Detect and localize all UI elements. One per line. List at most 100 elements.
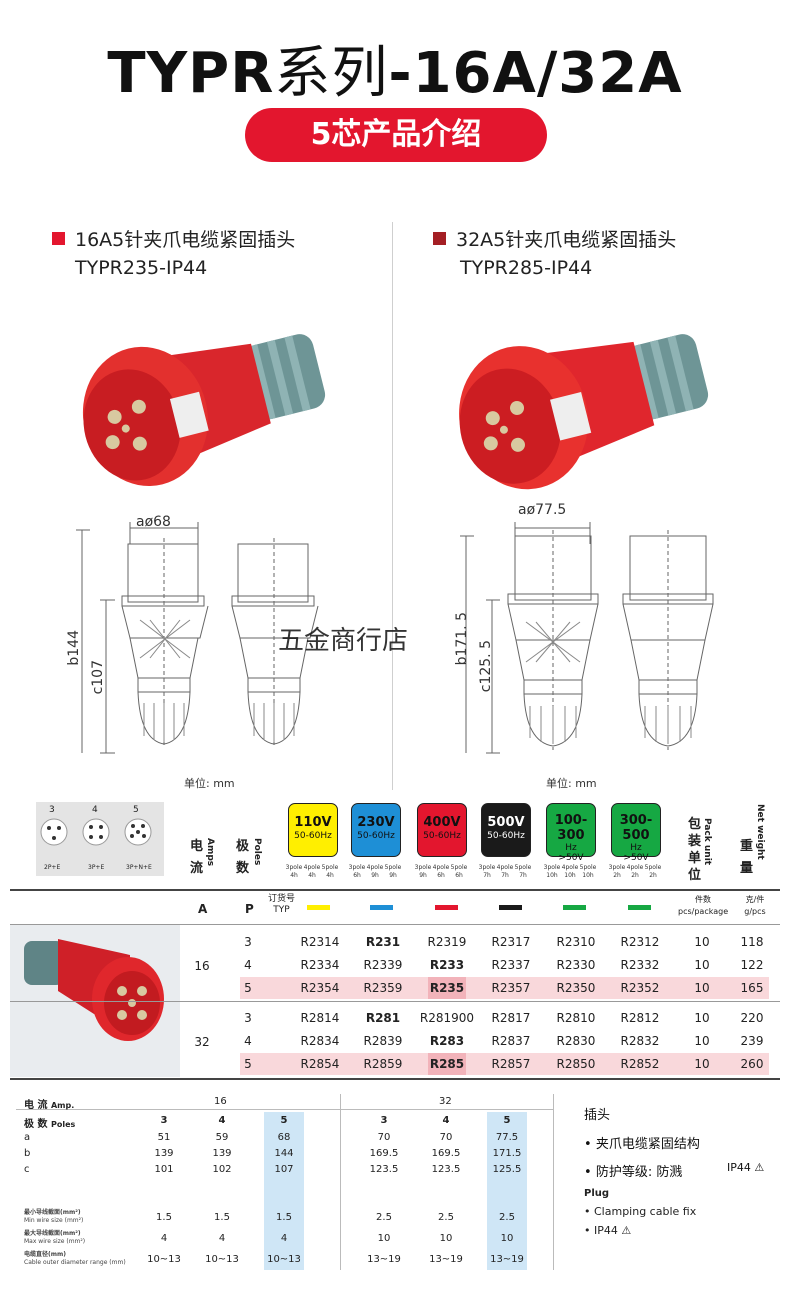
pole-value: 5 [244,1057,252,1071]
spec-value: 51 [157,1132,171,1143]
wire-value: 4 [280,1233,288,1244]
voltage-frequency: Hz >50V [558,843,584,863]
order-code: R2352 [620,981,660,995]
spec-amp-32: 32 [439,1096,452,1107]
pack-cn: 包 装 单 位 [688,817,702,883]
spec-amp-label: 电 流 Amp. [24,1100,75,1111]
order-code: R281900 [419,1011,475,1025]
pole-sub-item: 5pole 6h [450,864,468,879]
order-code: R235 [429,981,465,995]
order-code: R2814 [300,1011,340,1025]
pin-count: 4 [92,805,98,815]
amp-value: 16 [194,959,210,973]
spec-value: 101 [154,1164,174,1175]
pack-value: 10 [694,1057,710,1071]
order-code: R2314 [300,935,340,949]
order-code: R231 [365,935,401,949]
spec-value: 169.5 [369,1148,399,1159]
order-code: R233 [429,958,465,972]
wire-value: 10 [439,1233,453,1244]
spec-value: 123.5 [369,1164,399,1175]
wire-value: 2.5 [499,1212,515,1223]
wire-value: 13~19 [490,1254,524,1265]
spec-pole: 4 [442,1115,450,1126]
order-code: R2330 [556,958,596,972]
wire-label-en: Min wire size (mm²) [24,1217,84,1224]
wire-label: 电缆直径(mm)Cable outer diameter range (mm) [24,1251,126,1267]
spec-value: 144 [274,1148,294,1159]
wire-value: 1.5 [156,1212,172,1223]
spec-label: b [24,1148,31,1159]
pole-sub-item: 5pole 7h [514,864,532,879]
order-code: R2812 [620,1011,660,1025]
pole-sub-item: 5pole 4h [321,864,339,879]
plug-feature-en: • Clamping cable fix [584,1205,697,1218]
wire-label-en: Cable outer diameter range (mm) [24,1259,126,1266]
voltage-value: 100-300 [554,813,588,843]
voltage-frequency: 50-60Hz [487,831,525,841]
order-code: R2834 [300,1034,340,1048]
order-code: R2839 [363,1034,403,1048]
product-header-32a: 32A5针夹爪电缆紧固插头 TYPR285-IP44 [433,226,676,282]
voltage-frequency: Hz >50V [623,843,649,863]
voltage-value: 230V [357,815,395,830]
weight-value: 239 [740,1034,764,1048]
dim-c-32a: c125. 5 [478,640,494,693]
order-code: R2310 [556,935,596,949]
plug-photo-16a [82,334,326,487]
order-code: R2339 [363,958,403,972]
order-code: R2854 [300,1057,340,1071]
pole-sub-item: 3pole 10h [543,864,561,879]
weight-value: 220 [740,1011,764,1025]
weight-value: 118 [740,935,764,949]
pole-sub-item: 3pole 4h [285,864,303,879]
wire-value: 10~13 [205,1254,239,1265]
row-highlight [240,977,769,999]
order-code: R2359 [363,981,403,995]
pole-sub-item: 3pole 7h [478,864,496,879]
pin-label: 3P+E [88,864,105,871]
order-code: R2357 [491,981,531,995]
plug-title-cn: 插头 [584,1108,611,1123]
title-rating: -16A/32A [388,41,683,106]
order-code: R2832 [620,1034,660,1048]
plug-info-en: Plug • Clamping cable fix • IP44 ⚠ [584,1188,696,1237]
page-title: TYPR系列-16A/32A [0,28,790,109]
order-code: R2312 [620,935,660,949]
spec-value: 102 [212,1164,232,1175]
row-highlight [240,1053,769,1075]
wire-label: 最小导线截面(mm²)Min wire size (mm²) [24,1209,83,1225]
dim-c-16a: c107 [90,660,106,695]
order-code: R2859 [363,1057,403,1071]
spec-divider [553,1094,554,1270]
product-model: TYPR235-IP44 [75,257,208,279]
pole-sub-item: 4pole 10h [561,864,579,879]
pole-sub-item: 3pole 6h [348,864,366,879]
order-code: R2350 [556,981,596,995]
amps-en: Amps [205,838,215,867]
spec-divider [340,1094,341,1270]
unit-label: 单位: mm [184,777,235,790]
row-divider [10,1001,780,1002]
wire-value: 4 [218,1233,226,1244]
pole-sub-item: 4pole 2h [626,864,644,879]
pole-sub-item: 3pole 2h [608,864,626,879]
cell-highlight [428,1053,466,1075]
weight-value: 260 [740,1057,764,1071]
spec-pole: 3 [380,1115,388,1126]
voltage-frequency: 50-60Hz [423,831,461,841]
order-code: R2317 [491,935,531,949]
spec-value: 125.5 [492,1164,522,1175]
pole-sub: 3pole 4h4pole 4h5pole 4h [285,862,343,881]
spec-value: 68 [277,1132,291,1143]
pole-sub-item: 5pole 2h [644,864,662,879]
plug-feature: • 夹爪电缆紧固结构 [584,1137,700,1152]
highlight-col [487,1112,527,1270]
order-code: R283 [429,1034,465,1048]
